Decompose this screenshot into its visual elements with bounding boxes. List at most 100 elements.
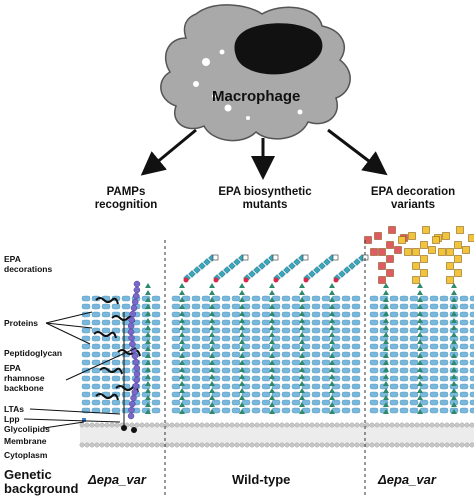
rhamnose-unit [329, 297, 335, 302]
peptidoglycan-unit [311, 407, 321, 414]
peptidoglycan-unit [389, 319, 399, 326]
peptidoglycan-unit [409, 295, 419, 302]
lipid-head [244, 422, 250, 428]
peptidoglycan-unit [369, 351, 379, 358]
rhamnose-unit [269, 409, 275, 414]
rhamnose-unit [383, 332, 389, 337]
peptidoglycan-unit [389, 375, 399, 382]
rhamnose-unit [269, 325, 275, 330]
lipid-head [234, 442, 240, 448]
lta-bead [129, 340, 136, 348]
peptidoglycan-unit [231, 399, 241, 406]
peptidoglycan-unit [181, 335, 191, 342]
decoration-unit [223, 266, 231, 274]
genotype-left: Δepa_var [88, 472, 146, 487]
rhamnose-unit [299, 388, 305, 393]
peptidoglycan-unit [389, 383, 399, 390]
lipid-head [209, 442, 215, 448]
lipid-head [314, 422, 320, 428]
decoration-tip [333, 277, 339, 283]
lipid-head [139, 422, 145, 428]
rhamnose-unit [299, 374, 305, 379]
rhamnose-unit [269, 339, 275, 344]
label-pointers [23, 311, 137, 429]
peptidoglycan-unit [201, 399, 211, 406]
rhamnose-unit [299, 353, 305, 358]
peptidoglycan-unit [151, 359, 161, 366]
rhamnose-unit [179, 409, 185, 414]
peptidoglycan-unit [291, 383, 301, 390]
peptidoglycan-unit [261, 407, 271, 414]
rhamnose-unit [179, 304, 185, 309]
label-line: backbone [4, 383, 44, 393]
peptidoglycan-unit [459, 295, 469, 302]
lipid-head [404, 442, 410, 448]
lipid-head [329, 422, 335, 428]
rhamnose-unit [269, 283, 275, 288]
peptidoglycan-unit [311, 351, 321, 358]
peptidoglycan-unit [181, 391, 191, 398]
decoration-unit [370, 248, 378, 256]
peptidoglycan-unit [469, 375, 474, 382]
label-membrane: Membrane [4, 436, 47, 446]
lipid-head [384, 422, 390, 428]
lipid-head [109, 422, 115, 428]
peptidoglycan-unit [429, 295, 439, 302]
peptidoglycan-unit [439, 295, 449, 302]
peptidoglycan-unit [151, 351, 161, 358]
lipid-head [399, 422, 405, 428]
peptidoglycan-unit [321, 367, 331, 374]
decoration-unit [348, 262, 356, 270]
peptidoglycan-unit [191, 327, 201, 334]
lipid-head [359, 442, 365, 448]
peptidoglycan-unit [469, 295, 474, 302]
peptidoglycan-unit [459, 351, 469, 358]
lipid-head [459, 422, 465, 428]
lta-bead [133, 376, 140, 384]
rhamnose-unit [179, 346, 185, 351]
lipid-head [439, 442, 445, 448]
peptidoglycan-unit [191, 407, 201, 414]
peptidoglycan-unit [171, 375, 181, 382]
lipid-head [179, 422, 185, 428]
lipid-head [109, 442, 115, 448]
peptidoglycan-unit [151, 335, 161, 342]
peptidoglycan-unit [251, 399, 261, 406]
rhamnose-unit [209, 346, 215, 351]
rhamnose-unit [329, 388, 335, 393]
peptidoglycan-unit [171, 407, 181, 414]
peptidoglycan-unit [311, 303, 321, 310]
peptidoglycan-unit [261, 359, 271, 366]
peptidoglycan-unit [291, 391, 301, 398]
lipid-head [149, 422, 155, 428]
rhamnose-unit [299, 325, 305, 330]
peptidoglycan-unit [81, 383, 91, 390]
rhamnose-unit [239, 409, 245, 414]
rhamnose-unit [417, 311, 423, 316]
peptidoglycan-unit [291, 311, 301, 318]
lipid-head [89, 422, 95, 428]
rhamnose-unit [329, 332, 335, 337]
peptidoglycan-unit [291, 367, 301, 374]
column-title-line: mutants [242, 199, 288, 211]
rhamnose-unit [329, 346, 335, 351]
rhamnose-unit [145, 339, 151, 344]
membrane [79, 422, 474, 448]
lipid-head [184, 422, 190, 428]
peptidoglycan-unit [389, 295, 399, 302]
lipid-head [334, 422, 340, 428]
rhamnose-unit [209, 374, 215, 379]
peptidoglycan-unit [191, 351, 201, 358]
rhamnose-unit [417, 367, 423, 372]
peptidoglycan-unit [311, 399, 321, 406]
peptidoglycan-unit [399, 351, 409, 358]
peptidoglycan-unit [341, 359, 351, 366]
peptidoglycan-unit [429, 311, 439, 318]
peptidoglycan-unit [281, 303, 291, 310]
rhamnose-unit [329, 374, 335, 379]
peptidoglycan-unit [409, 319, 419, 326]
peptidoglycan-unit [101, 319, 111, 326]
rhamnose-unit [299, 283, 305, 288]
lipid-head [324, 442, 330, 448]
